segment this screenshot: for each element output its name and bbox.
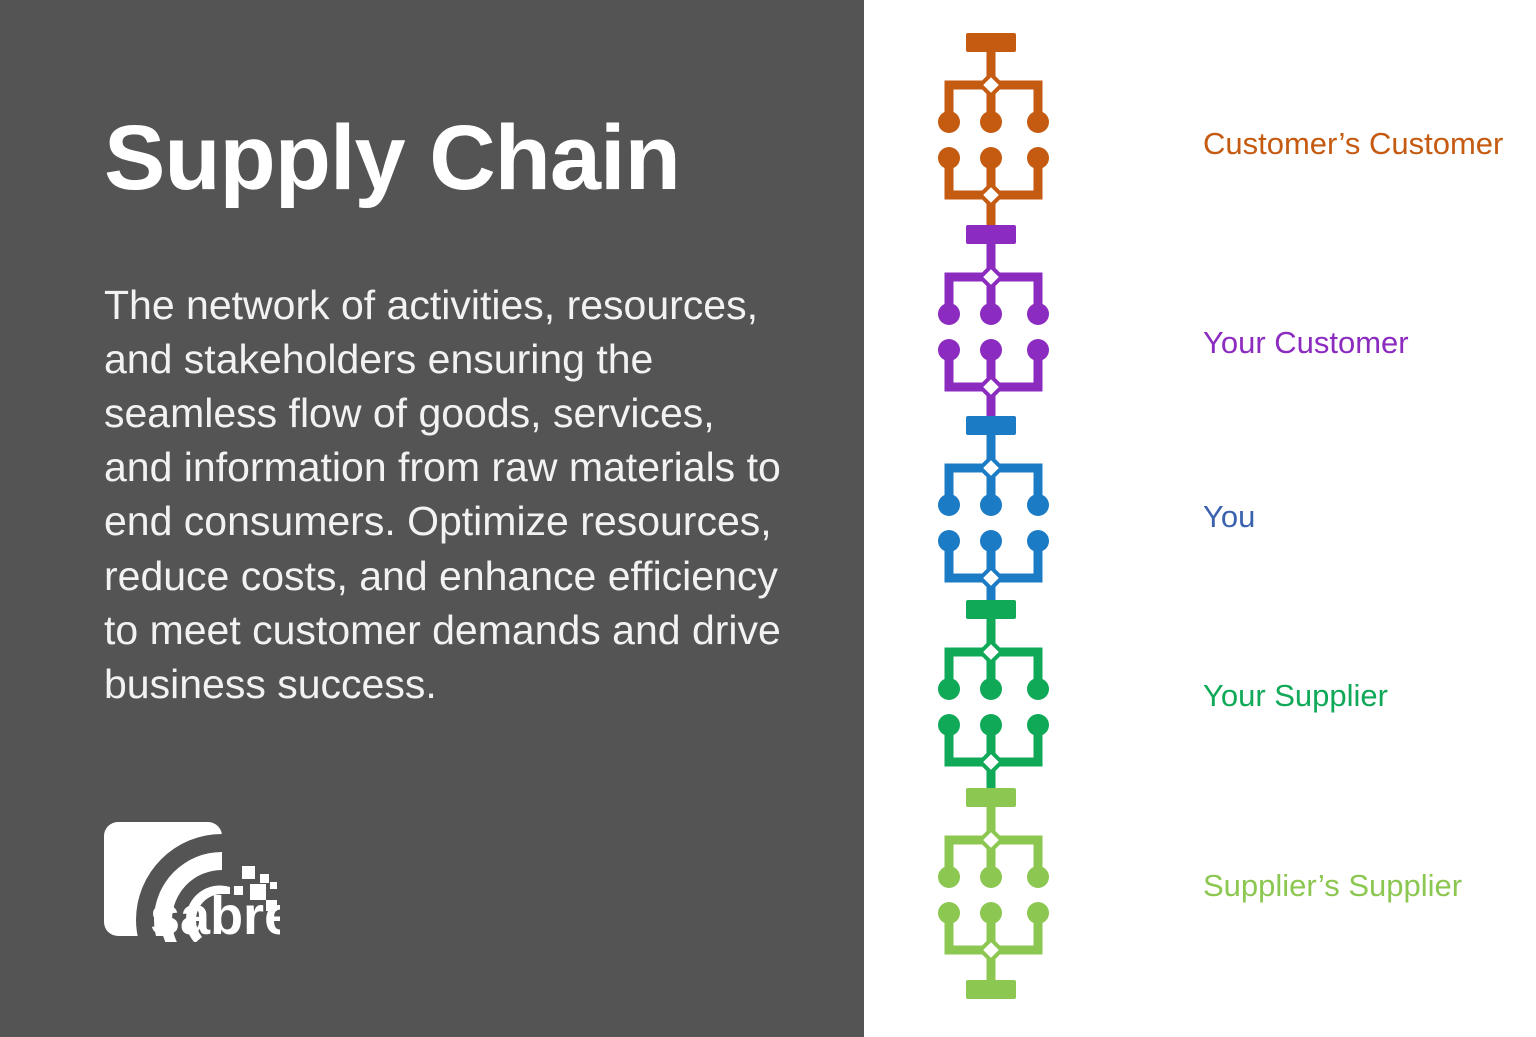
tier-dot-upper-2-2 <box>1027 494 1049 516</box>
tier-stem-bottom-1 <box>986 387 996 416</box>
tier-drop-1-1 <box>986 272 996 314</box>
tier-drop-0-0 <box>944 80 954 122</box>
tier-riser-4-2 <box>1033 913 1043 955</box>
tier-riser-1-2 <box>1033 350 1043 392</box>
tier-stem-bottom-0 <box>986 195 996 225</box>
tier-stem-top-1 <box>986 244 996 277</box>
tier-drop-1-2 <box>1033 272 1043 314</box>
tier-riser-2-1 <box>986 541 996 583</box>
tier-drop-2-0 <box>944 463 954 505</box>
tier-node-bar-1 <box>966 225 1016 244</box>
tier-riser-2-0 <box>944 541 954 583</box>
tier-node-bar-2 <box>966 416 1016 435</box>
tier-dot-upper-0-1 <box>980 111 1002 133</box>
tier-drop-4-2 <box>1033 835 1043 877</box>
tier-node-bar-0 <box>966 33 1016 52</box>
tier-stem-top-0 <box>986 52 996 85</box>
body-paragraph: The network of activities, resources, an… <box>104 282 781 707</box>
tier-dot-upper-1-2 <box>1027 303 1049 325</box>
diagram-layers <box>938 33 1049 999</box>
tier-riser-3-0 <box>944 725 954 767</box>
tier-drop-1-0 <box>944 272 954 314</box>
tier-stem-top-3 <box>986 619 996 652</box>
tier-label-customers-customer: Customer’s Customer <box>1203 126 1504 161</box>
tier-drop-3-2 <box>1033 647 1043 689</box>
tier-riser-1-0 <box>944 350 954 392</box>
tier-drop-2-1 <box>986 463 996 505</box>
tier-dot-upper-2-1 <box>980 494 1002 516</box>
tier-riser-4-1 <box>986 913 996 955</box>
tier-label-suppliers-supplier: Supplier’s Supplier <box>1203 868 1463 903</box>
tier-riser-0-1 <box>986 158 996 200</box>
tier-dot-upper-0-0 <box>938 111 960 133</box>
tier-node-bar-4 <box>966 788 1016 807</box>
tier-drop-4-0 <box>944 835 954 877</box>
tier-dot-upper-4-2 <box>1027 866 1049 888</box>
page-title: Supply Chain <box>104 107 681 209</box>
supply-chain-diagram <box>864 0 1536 1037</box>
tier-dot-upper-3-1 <box>980 678 1002 700</box>
tier-dot-upper-0-2 <box>1027 111 1049 133</box>
tier-drop-3-1 <box>986 647 996 689</box>
tier-label-your-customer: Your Customer <box>1203 325 1409 360</box>
tier-dot-upper-2-0 <box>938 494 960 516</box>
tier-node-bar-5 <box>966 980 1016 999</box>
tier-riser-0-2 <box>1033 158 1043 200</box>
tier-dot-upper-4-0 <box>938 866 960 888</box>
tier-node-bar-3 <box>966 600 1016 619</box>
tier-dot-upper-3-0 <box>938 678 960 700</box>
tier-drop-2-2 <box>1033 463 1043 505</box>
tier-drop-0-1 <box>986 80 996 122</box>
tier-label-you: You <box>1203 499 1256 534</box>
tier-drop-0-2 <box>1033 80 1043 122</box>
tier-dot-upper-1-1 <box>980 303 1002 325</box>
tier-riser-3-1 <box>986 725 996 767</box>
logo-wordmark: sabre <box>150 886 280 942</box>
tier-stem-bottom-4 <box>986 950 996 980</box>
tier-dot-upper-3-2 <box>1027 678 1049 700</box>
tier-stem-top-4 <box>986 807 996 840</box>
tier-dot-upper-4-1 <box>980 866 1002 888</box>
tier-riser-2-2 <box>1033 541 1043 583</box>
tier-drop-4-1 <box>986 835 996 877</box>
tier-label-your-supplier: Your Supplier <box>1203 678 1388 713</box>
tier-riser-1-1 <box>986 350 996 392</box>
tier-dot-upper-1-0 <box>938 303 960 325</box>
tier-riser-4-0 <box>944 913 954 955</box>
tier-riser-0-0 <box>944 158 954 200</box>
tier-riser-3-2 <box>1033 725 1043 767</box>
left-content-panel: Supply Chain The network of activities, … <box>0 0 864 1037</box>
tier-drop-3-0 <box>944 647 954 689</box>
sabre-logo: sabre <box>104 818 280 942</box>
tier-stem-top-2 <box>986 435 996 468</box>
